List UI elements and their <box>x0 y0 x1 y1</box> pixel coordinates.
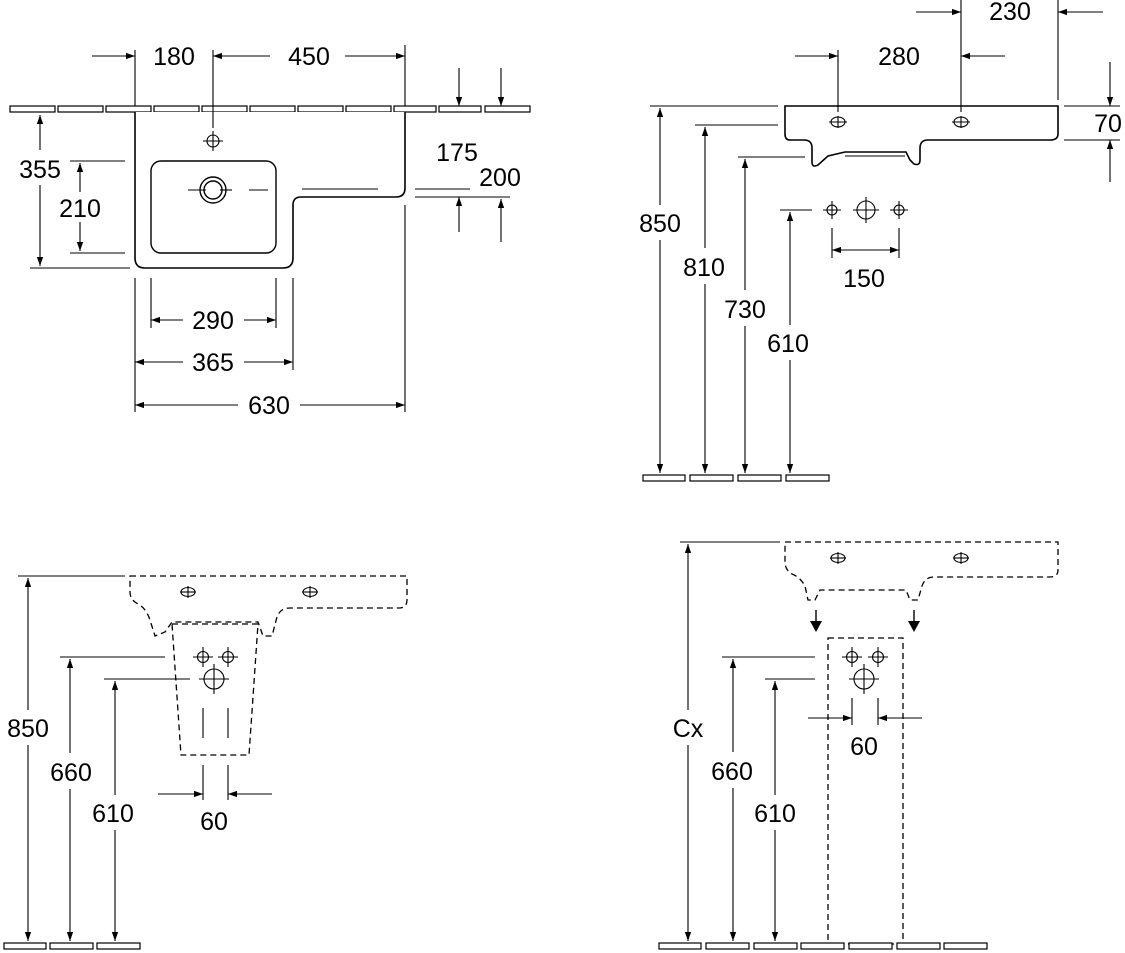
tap-hole-icon <box>180 586 196 598</box>
dim-630-label: 630 <box>248 392 290 420</box>
top-view: 180 450 355 210 175 200 290 365 630 <box>9 43 531 420</box>
column-outline <box>827 637 904 945</box>
dim-610-label: 610 <box>754 800 796 828</box>
dim-200-label: 200 <box>479 164 521 192</box>
floor-line <box>658 942 988 950</box>
dim-60-label: 60 <box>850 733 878 761</box>
column-basin-outline <box>784 541 1059 601</box>
overflow-hole-icon <box>302 586 318 598</box>
side-view: 230 280 70 850 810 730 610 150 <box>639 0 1122 482</box>
dim-730-label: 730 <box>724 296 766 324</box>
tap-hole-icon <box>829 116 847 128</box>
floor-line <box>642 474 830 482</box>
down-arrow-icon <box>810 610 822 632</box>
bowl <box>150 160 277 254</box>
dim-660-label: 660 <box>50 759 92 787</box>
dim-450-label: 450 <box>288 43 330 71</box>
tap-hole-icon <box>830 552 846 564</box>
overflow-hole-icon <box>952 116 970 128</box>
side-basin-outline <box>784 105 1059 167</box>
dim-850-label: 850 <box>639 210 681 238</box>
dim-365-label: 365 <box>192 349 234 377</box>
dim-60-label: 60 <box>200 808 228 836</box>
dim-cx-label: Cx <box>673 715 704 743</box>
connection-fittings-icon <box>193 647 238 694</box>
dim-810-label: 810 <box>683 254 725 282</box>
basin-outline <box>134 112 406 269</box>
connection-fittings-icon <box>823 197 908 223</box>
pedestal-basin-outline <box>129 575 408 637</box>
dim-150-label: 150 <box>843 265 885 293</box>
overflow-hole-icon <box>953 552 969 564</box>
down-arrow-icon <box>908 610 920 632</box>
dim-660-label: 660 <box>711 758 753 786</box>
floor-line <box>3 942 141 950</box>
tap-hole-icon <box>203 131 223 151</box>
dim-230-label: 230 <box>989 0 1031 26</box>
dim-70-label: 70 <box>1094 110 1122 138</box>
column-view: Cx 660 610 60 <box>658 541 1059 950</box>
dim-610-label: 610 <box>92 800 134 828</box>
drain-icon <box>188 176 268 204</box>
dim-355-label: 355 <box>19 156 61 184</box>
dim-180-label: 180 <box>153 43 195 71</box>
pedestal-view: 850 660 610 60 <box>3 575 408 950</box>
dim-290-label: 290 <box>192 307 234 335</box>
dim-175-label: 175 <box>436 139 478 167</box>
wall-line <box>9 105 531 113</box>
dim-850-label: 850 <box>7 715 49 743</box>
dim-280-label: 280 <box>878 43 920 71</box>
dim-610-label: 610 <box>767 330 809 358</box>
connection-fittings-icon <box>842 647 888 694</box>
dim-210-label: 210 <box>59 195 101 223</box>
